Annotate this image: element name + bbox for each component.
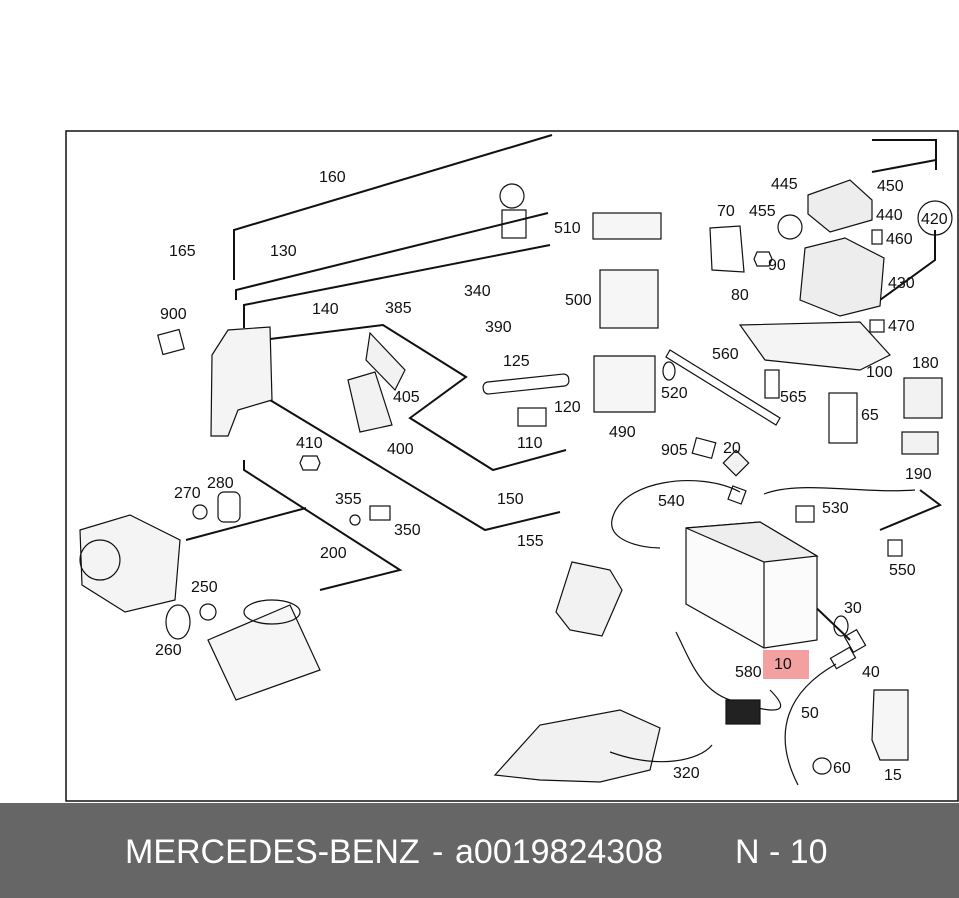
callout-580[interactable]: 580 [735, 664, 762, 681]
callout-250[interactable]: 250 [191, 579, 218, 596]
callout-155[interactable]: 155 [517, 533, 544, 550]
callout-270[interactable]: 270 [174, 485, 201, 502]
callout-100[interactable]: 100 [866, 364, 893, 381]
callout-445[interactable]: 445 [771, 176, 798, 193]
callout-540[interactable]: 540 [658, 493, 685, 510]
callout-905[interactable]: 905 [661, 442, 688, 459]
callout-455[interactable]: 455 [749, 203, 776, 220]
callout-565[interactable]: 565 [780, 389, 807, 406]
highlight-box[interactable] [763, 650, 809, 679]
callout-160[interactable]: 160 [319, 169, 346, 186]
footer-part-number: a0019824308 [455, 833, 664, 871]
callout-420[interactable]: 420 [921, 211, 948, 228]
callout-280[interactable]: 280 [207, 475, 234, 492]
callout-530[interactable]: 530 [822, 500, 849, 517]
callout-20[interactable]: 20 [723, 440, 741, 457]
callout-70[interactable]: 70 [717, 203, 735, 220]
callout-460[interactable]: 460 [886, 231, 913, 248]
callout-340[interactable]: 340 [464, 283, 491, 300]
callout-320[interactable]: 320 [673, 765, 700, 782]
callout-355[interactable]: 355 [335, 491, 362, 508]
callout-130[interactable]: 130 [270, 243, 297, 260]
callout-80[interactable]: 80 [731, 287, 749, 304]
callout-560[interactable]: 560 [712, 346, 739, 363]
callout-10[interactable]: 10 [774, 656, 792, 673]
callout-900[interactable]: 900 [160, 306, 187, 323]
footer-separator: - [432, 833, 444, 871]
callout-40[interactable]: 40 [862, 664, 880, 681]
callout-150[interactable]: 150 [497, 491, 524, 508]
callout-410[interactable]: 410 [296, 435, 323, 452]
callout-400[interactable]: 400 [387, 441, 414, 458]
callout-200[interactable]: 200 [320, 545, 347, 562]
footer-bar: MERCEDES-BENZ - a0019824308 N - 10 [0, 803, 959, 898]
callout-490[interactable]: 490 [609, 424, 636, 441]
callout-350[interactable]: 350 [394, 522, 421, 539]
callout-260[interactable]: 260 [155, 642, 182, 659]
callout-440[interactable]: 440 [876, 207, 903, 224]
callout-165[interactable]: 165 [169, 243, 196, 260]
callout-500[interactable]: 500 [565, 292, 592, 309]
parts-drawings [79, 179, 953, 786]
callout-90[interactable]: 90 [768, 257, 786, 274]
callout-405[interactable]: 405 [393, 389, 420, 406]
callout-450[interactable]: 450 [877, 178, 904, 195]
callout-65[interactable]: 65 [861, 407, 879, 424]
callout-120[interactable]: 120 [554, 399, 581, 416]
callout-60[interactable]: 60 [833, 760, 851, 777]
callout-470[interactable]: 470 [888, 318, 915, 335]
callout-510[interactable]: 510 [554, 220, 581, 237]
callout-430[interactable]: 430 [888, 275, 915, 292]
callout-190[interactable]: 190 [905, 466, 932, 483]
callout-50[interactable]: 50 [801, 705, 819, 722]
callout-520[interactable]: 520 [661, 385, 688, 402]
callout-30[interactable]: 30 [844, 600, 862, 617]
footer-position: N - 10 [735, 833, 828, 871]
callout-385[interactable]: 385 [385, 300, 412, 317]
callout-550[interactable]: 550 [889, 562, 916, 579]
callout-390[interactable]: 390 [485, 319, 512, 336]
callout-15[interactable]: 15 [884, 767, 902, 784]
diagram-frame [65, 130, 959, 802]
callout-125[interactable]: 125 [503, 353, 530, 370]
callout-140[interactable]: 140 [312, 301, 339, 318]
callout-180[interactable]: 180 [912, 355, 939, 372]
footer-brand: MERCEDES-BENZ [125, 833, 420, 871]
callout-labels: 10 15 20 30 40 50 60 65 70 80 90 100 110… [155, 169, 948, 784]
callout-110[interactable]: 110 [517, 435, 543, 452]
